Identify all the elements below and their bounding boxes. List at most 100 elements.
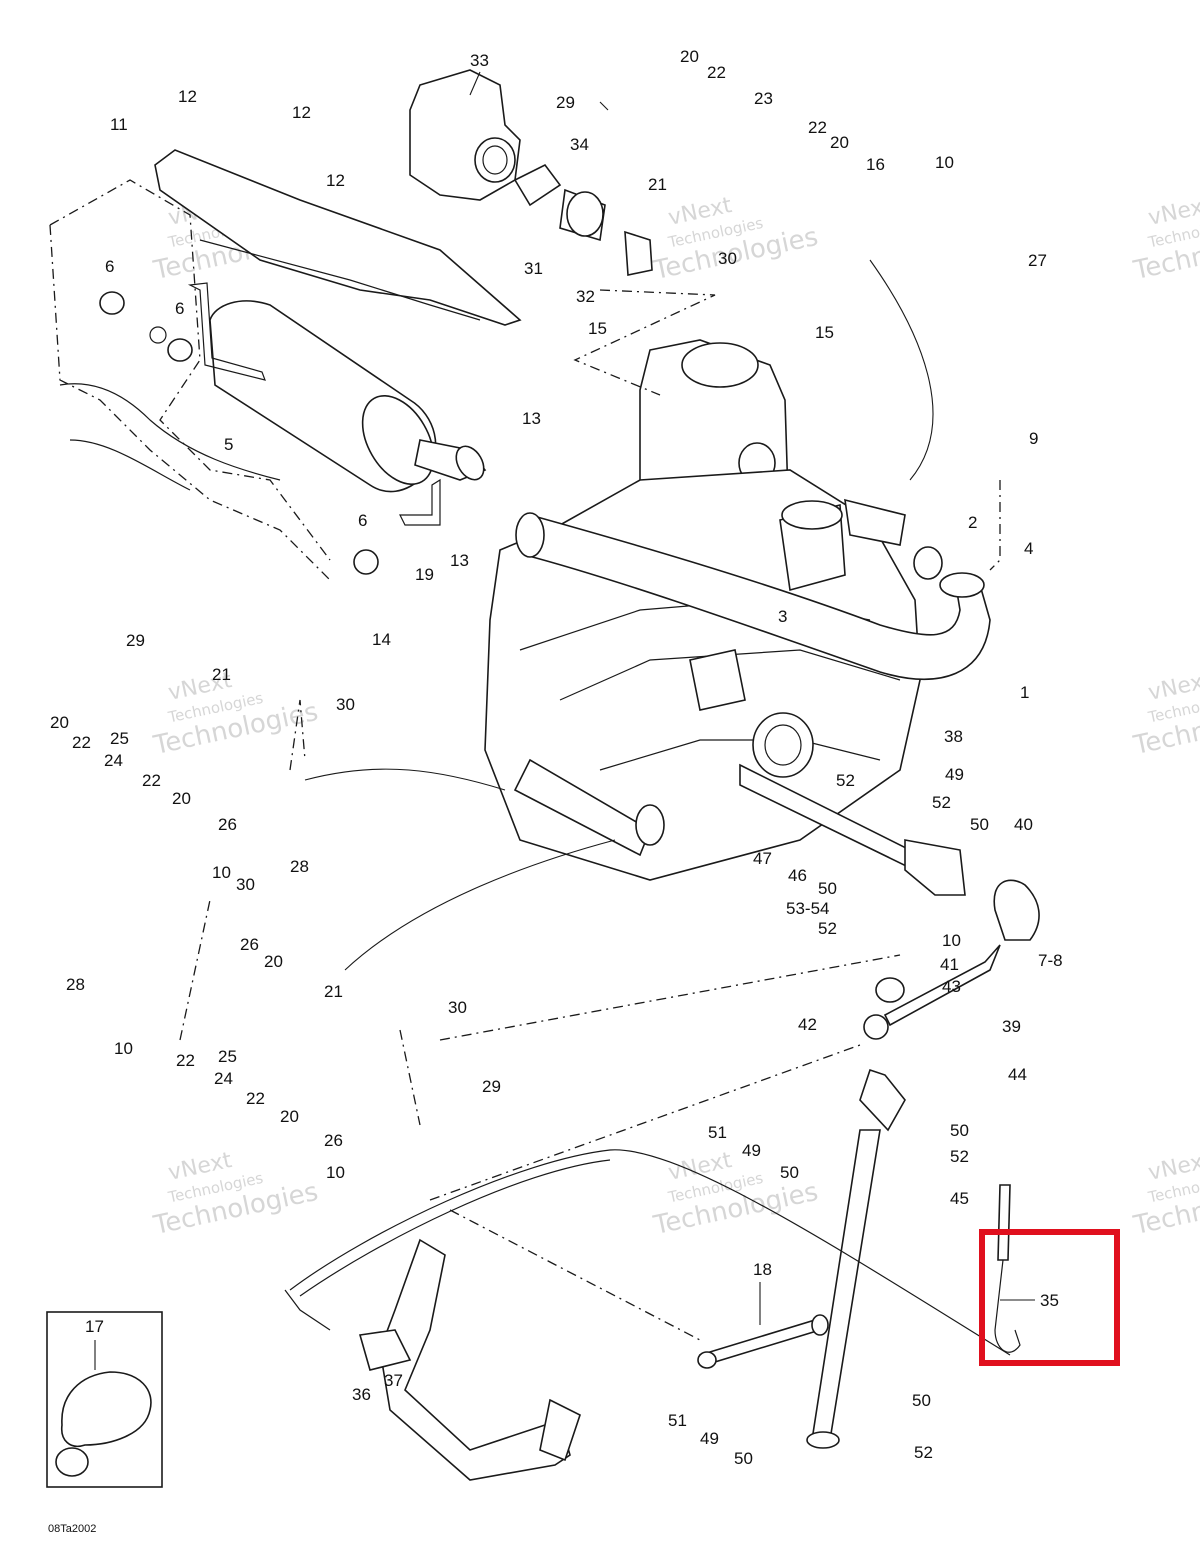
callout-10: 10 bbox=[935, 153, 954, 172]
callout-23: 23 bbox=[754, 89, 773, 108]
grommets-6 bbox=[99, 291, 379, 575]
watermark: vNext Technologies Technologies bbox=[1130, 1148, 1200, 1241]
figure-code: 08Ta2002 bbox=[48, 1523, 96, 1535]
cable-and-rods bbox=[284, 1149, 1021, 1369]
callout-43: 43 bbox=[942, 977, 961, 996]
callout-49: 49 bbox=[700, 1429, 719, 1448]
exhaust-pipe bbox=[515, 498, 991, 680]
callout-26: 26 bbox=[240, 935, 259, 954]
callout-1: 1 bbox=[1020, 683, 1029, 702]
callout-12: 12 bbox=[326, 171, 345, 190]
exploded-drawing bbox=[46, 69, 1040, 1488]
callout-50: 50 bbox=[970, 815, 989, 834]
callout-37: 37 bbox=[384, 1371, 403, 1390]
callout-10: 10 bbox=[942, 931, 961, 950]
callout-50: 50 bbox=[950, 1121, 969, 1140]
callout-3: 3 bbox=[778, 607, 787, 626]
callout-39: 39 bbox=[1002, 1017, 1021, 1036]
callout-22: 22 bbox=[142, 771, 161, 790]
callout-7-8: 7-8 bbox=[1038, 951, 1063, 970]
callout-42: 42 bbox=[798, 1015, 817, 1034]
callout-45: 45 bbox=[950, 1189, 969, 1208]
highlight-box bbox=[979, 1229, 1120, 1366]
callout-51: 51 bbox=[708, 1123, 727, 1142]
callout-22: 22 bbox=[72, 733, 91, 752]
callout-6: 6 bbox=[105, 257, 114, 276]
callout-16: 16 bbox=[866, 155, 885, 174]
watermark: vNext Technologies Technologies bbox=[650, 193, 821, 286]
callout-18: 18 bbox=[753, 1260, 772, 1279]
callout-20: 20 bbox=[50, 713, 69, 732]
callout-44: 44 bbox=[1008, 1065, 1027, 1084]
callout-22: 22 bbox=[808, 118, 827, 137]
carburetor-assembly bbox=[409, 69, 653, 276]
callout-9: 9 bbox=[1029, 429, 1038, 448]
callout-46: 46 bbox=[788, 866, 807, 885]
callout-52: 52 bbox=[914, 1443, 933, 1462]
callout-22: 22 bbox=[176, 1051, 195, 1070]
callout-52: 52 bbox=[950, 1147, 969, 1166]
callout-20: 20 bbox=[680, 47, 699, 66]
callout-11: 11 bbox=[110, 115, 128, 134]
callout-34: 34 bbox=[570, 135, 589, 154]
callout-51: 51 bbox=[668, 1411, 687, 1430]
callout-28: 28 bbox=[290, 857, 309, 876]
callout-52: 52 bbox=[932, 793, 951, 812]
callout-50: 50 bbox=[780, 1163, 799, 1182]
callout-40: 40 bbox=[1014, 815, 1033, 834]
callout-13: 13 bbox=[450, 551, 469, 570]
callout-2: 2 bbox=[968, 513, 977, 532]
callout-50: 50 bbox=[912, 1391, 931, 1410]
callout-53-54: 53-54 bbox=[786, 899, 829, 918]
callout-27: 27 bbox=[1028, 251, 1047, 270]
callout-33: 33 bbox=[470, 51, 489, 70]
callout-5: 5 bbox=[224, 435, 233, 454]
callout-20: 20 bbox=[280, 1107, 299, 1126]
callout-22: 22 bbox=[707, 63, 726, 82]
shift-shaft-and-lever bbox=[739, 763, 1040, 1449]
callout-17: 17 bbox=[85, 1317, 104, 1336]
callout-49: 49 bbox=[742, 1141, 761, 1160]
callout-20: 20 bbox=[172, 789, 191, 808]
watermark: vNext Technologies Technologies bbox=[1130, 193, 1200, 286]
callout-49: 49 bbox=[945, 765, 964, 784]
callout-28: 28 bbox=[66, 975, 85, 994]
watermark: vNext Technologies Technologies bbox=[150, 1148, 321, 1241]
callout-29: 29 bbox=[556, 93, 575, 112]
callout-36: 36 bbox=[352, 1385, 371, 1404]
callout-30: 30 bbox=[718, 249, 737, 268]
callout-31: 31 bbox=[524, 259, 543, 278]
callout-4: 4 bbox=[1024, 539, 1033, 558]
watermark: vNext Technologies Technologies bbox=[1130, 668, 1200, 761]
callout-10: 10 bbox=[212, 863, 231, 882]
callout-50: 50 bbox=[734, 1449, 753, 1468]
callout-20: 20 bbox=[264, 952, 283, 971]
callout-6: 6 bbox=[358, 511, 367, 530]
callout-41: 41 bbox=[940, 955, 959, 974]
frame-outline bbox=[49, 179, 331, 581]
callout-25: 25 bbox=[218, 1047, 237, 1066]
callout-30: 30 bbox=[236, 875, 255, 894]
leader-lines bbox=[94, 101, 1035, 1370]
callout-26: 26 bbox=[218, 815, 237, 834]
callout-24: 24 bbox=[104, 751, 123, 770]
callout-19: 19 bbox=[415, 565, 434, 584]
callout-12: 12 bbox=[178, 87, 197, 106]
callout-15: 15 bbox=[815, 323, 834, 342]
heat-shield bbox=[154, 149, 522, 326]
callout-layer: 33 20 22 29 23 22 20 16 10 21 34 12 12 1… bbox=[48, 47, 1063, 1535]
inset-17 bbox=[46, 1311, 163, 1488]
brake-pedal bbox=[358, 1238, 581, 1481]
callout-13: 13 bbox=[522, 409, 541, 428]
callout-20: 20 bbox=[830, 133, 849, 152]
muffler bbox=[187, 282, 487, 526]
assembly-routing-lines bbox=[179, 259, 1001, 1341]
callout-35: 35 bbox=[1040, 1291, 1059, 1310]
callout-21: 21 bbox=[324, 982, 343, 1001]
callout-6: 6 bbox=[175, 299, 184, 318]
callout-32: 32 bbox=[576, 287, 595, 306]
callout-26: 26 bbox=[324, 1131, 343, 1150]
callout-24: 24 bbox=[214, 1069, 233, 1088]
callout-14: 14 bbox=[372, 630, 391, 649]
